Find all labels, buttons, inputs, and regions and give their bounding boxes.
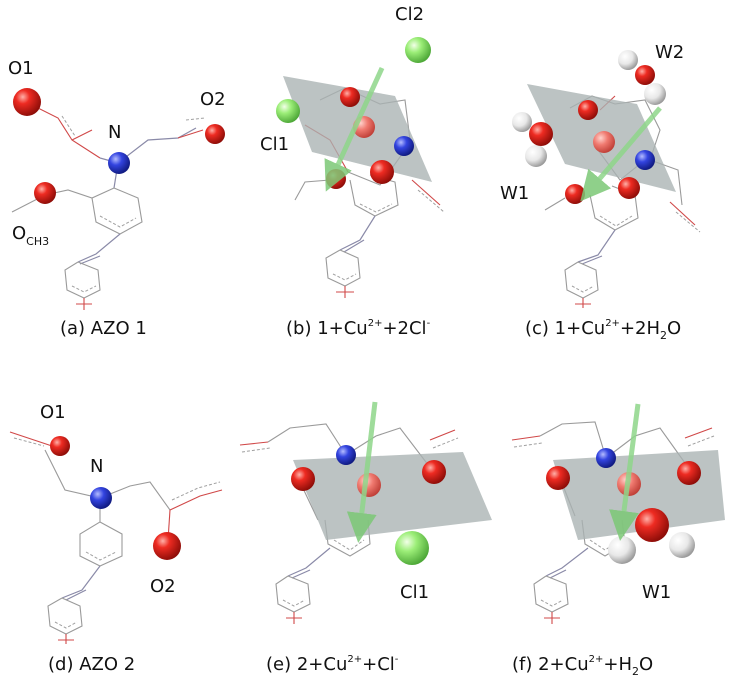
copper-atom (357, 473, 381, 497)
panel-d: O1 N O2 (d) AZO 2 (9, 402, 223, 675)
panel-d-caption: (d) AZO 2 (48, 654, 135, 675)
panel-f: W1 (f) 2+Cu2++H2O (511, 403, 725, 678)
copper-axis-arrow (346, 401, 378, 543)
hydrogen-atom (644, 83, 666, 105)
water-molecule (618, 50, 666, 105)
oxygen-atom (677, 461, 701, 485)
panel-c: W2 W1 (c) 1+Cu2++2H2O (500, 42, 701, 342)
chlorine-atom (276, 99, 300, 123)
atom-label-o1: O1 (8, 58, 34, 79)
panel-f-caption: (f) 2+Cu2++H2O (512, 654, 653, 678)
oxygen-atom (529, 122, 553, 146)
chlorine-atom (395, 531, 429, 565)
copper-axis-arrow (324, 66, 385, 192)
oxygen-atom (635, 508, 669, 542)
panel-e: Cl1 (e) 2+Cu2++Cl- (239, 401, 492, 675)
atom-label-w1: W1 (642, 582, 671, 603)
atom-label-o-ch3: OCH3 (12, 223, 49, 248)
panel-a: O1 O2 N OCH3 (a) AZO 1 (8, 58, 226, 339)
nitrogen-atom (596, 448, 616, 468)
nitrogen-atom (635, 150, 655, 170)
oxygen-atom (565, 184, 585, 204)
atom-label-n: N (108, 122, 121, 143)
nitrogen-atom (336, 445, 356, 465)
atom-label-w1: W1 (500, 183, 529, 204)
nitrogen-atom (108, 152, 130, 174)
copper-axis-arrow (609, 403, 641, 541)
coordination-plane (293, 452, 492, 540)
oxygen-atom (34, 182, 56, 204)
panel-a-caption: (a) AZO 1 (60, 318, 147, 339)
panel-e-skeleton (239, 423, 459, 624)
panel-b-caption: (b) 1+Cu2++2Cl- (286, 318, 431, 339)
oxygen-atom (291, 467, 315, 491)
oxygen-atom (153, 532, 181, 560)
oxygen-atom (635, 65, 655, 85)
panel-d-skeleton (9, 431, 223, 644)
hydrogen-atom (512, 112, 532, 132)
panel-c-caption: (c) 1+Cu2++2H2O (525, 318, 681, 342)
oxygen-atom (50, 436, 70, 456)
oxygen-atom (546, 466, 570, 490)
atom-label-o1: O1 (40, 402, 66, 423)
hydrogen-atom (608, 536, 636, 564)
oxygen-atom (422, 460, 446, 484)
water-molecule (512, 112, 553, 167)
atom-label-n: N (90, 456, 103, 477)
atom-label-w2: W2 (655, 42, 684, 63)
oxygen-atom (370, 160, 394, 184)
atom-label-cl2: Cl2 (395, 4, 424, 25)
nitrogen-atom (394, 136, 414, 156)
chlorine-atom (405, 37, 431, 63)
oxygen-atom (205, 124, 225, 144)
atom-label-cl1: Cl1 (260, 134, 289, 155)
copper-atom (593, 131, 615, 153)
oxygen-atom (340, 87, 360, 107)
atom-label-o2: O2 (200, 89, 226, 110)
copper-axis-arrow (580, 106, 662, 202)
panel-e-caption: (e) 2+Cu2++Cl- (266, 654, 399, 675)
water-molecule (608, 508, 695, 564)
hydrogen-atom (525, 145, 547, 167)
hydrogen-atom (669, 532, 695, 558)
atom-label-cl1: Cl1 (400, 582, 429, 603)
panel-a-skeleton (11, 102, 206, 310)
hydrogen-atom (618, 50, 638, 70)
panel-b: Cl2 Cl1 (b) 1+Cu2++2Cl- (260, 4, 445, 339)
nitrogen-atom (90, 487, 112, 509)
oxygen-atom (578, 100, 598, 120)
oxygen-atom (618, 177, 640, 199)
atom-label-o2: O2 (150, 576, 176, 597)
oxygen-atom (13, 88, 41, 116)
